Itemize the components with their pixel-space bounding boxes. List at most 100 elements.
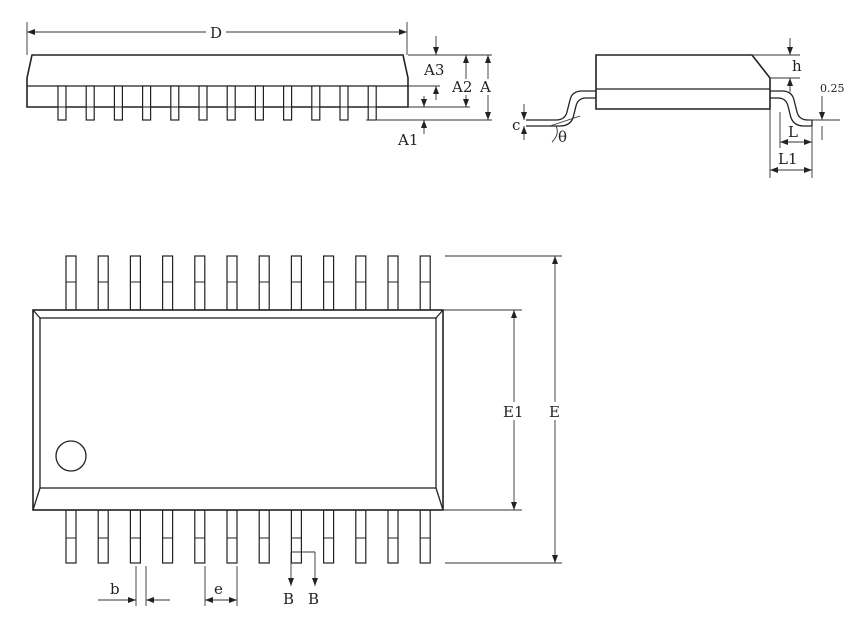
a-label-bg — [479, 79, 497, 95]
h-label: h — [792, 57, 802, 75]
end-lead-left-lower — [526, 97, 596, 127]
l1-arrow-right — [804, 167, 812, 173]
top-lead — [290, 255, 302, 311]
top-view-leads-bottom — [65, 509, 431, 564]
top-body-inner — [39, 317, 437, 489]
side-lead — [113, 85, 124, 121]
d-arrow-left — [27, 29, 35, 35]
end-view: h 0.25 L L1 c θ — [512, 38, 845, 178]
side-view: D A3 A2 A A1 — [26, 22, 497, 149]
side-lead — [339, 85, 349, 121]
section-arrow-right — [312, 578, 318, 586]
bottom-lead — [129, 509, 141, 564]
a3-arrow-top — [433, 47, 439, 55]
top-lead — [129, 255, 141, 311]
e1-label-bg — [502, 402, 526, 420]
side-lead — [142, 85, 152, 121]
pitch-label: e — [214, 580, 223, 598]
end-lead-left-upper — [526, 90, 596, 121]
e-arrow-top — [552, 256, 558, 264]
end-body — [595, 54, 771, 110]
top-lead — [194, 255, 206, 311]
top-lead — [419, 255, 431, 311]
bottom-lead — [355, 509, 367, 564]
a1-arrow-top — [421, 99, 427, 107]
c-label: c — [512, 116, 520, 134]
top-lead — [65, 255, 77, 311]
top-body-outer — [32, 309, 444, 511]
top-lead — [258, 255, 270, 311]
side-leads — [57, 85, 377, 121]
a3-label: A3 — [423, 61, 444, 79]
b-arrow-right — [146, 597, 154, 603]
a2-arrow-top — [463, 55, 469, 63]
b-label: b — [110, 580, 120, 598]
top-view: E1 E b e B B — [32, 255, 563, 608]
end-lead-right-upper — [770, 90, 812, 121]
h-arrow-top — [787, 47, 793, 55]
pin1-marker — [55, 440, 87, 472]
bevel-top-right — [435, 309, 444, 319]
l-arrow-left — [780, 139, 788, 145]
side-lead — [226, 85, 236, 121]
end-lead-right-lower — [770, 97, 812, 127]
bottom-lead — [258, 509, 270, 564]
a2-label-bg — [451, 79, 479, 95]
c-arrow-top — [521, 112, 527, 120]
top-view-leads-top — [65, 255, 431, 311]
theta-ray — [549, 115, 581, 127]
side-lead — [85, 85, 95, 121]
top-lead — [387, 255, 399, 311]
b-arrow-left — [128, 597, 136, 603]
ref-arrow — [819, 112, 825, 120]
a3-arrow-bottom — [433, 86, 439, 94]
side-body — [26, 54, 409, 108]
l1-label: L1 — [778, 150, 798, 168]
theta-label: θ — [558, 128, 567, 146]
pitch-arrow-left — [205, 597, 213, 603]
ref-label: 0.25 — [820, 82, 845, 95]
section-arrow-left — [288, 578, 294, 586]
side-lead — [311, 85, 321, 121]
a-arrow-bottom — [485, 112, 491, 120]
pitch-arrow-right — [229, 597, 237, 603]
a-arrow-top — [485, 55, 491, 63]
e-label-bg — [547, 402, 563, 420]
l-arrow-right — [804, 139, 812, 145]
side-lead — [198, 85, 208, 121]
c-arrow-bottom — [521, 126, 527, 134]
side-lead — [367, 85, 377, 121]
a1-label: A1 — [397, 131, 418, 149]
a-label: A — [479, 78, 491, 96]
e1-arrow-bottom — [511, 502, 517, 510]
bottom-lead — [97, 509, 109, 564]
bottom-lead — [226, 509, 238, 564]
e1-arrow-top — [511, 310, 517, 318]
section-label-right: B — [308, 590, 319, 608]
bottom-lead — [162, 509, 174, 564]
d-label-bg — [206, 22, 226, 40]
side-lead — [170, 85, 180, 121]
bottom-lead — [65, 509, 77, 564]
side-lead — [57, 85, 67, 121]
h-arrow-bottom — [787, 78, 793, 86]
l1-arrow-left — [770, 167, 778, 173]
l-label: L — [788, 123, 798, 141]
a2-label: A2 — [451, 78, 472, 96]
e1-label: E1 — [503, 403, 524, 421]
bottom-lead — [419, 509, 431, 564]
a2-arrow-bottom — [463, 99, 469, 107]
d-arrow-right — [399, 29, 407, 35]
top-lead — [97, 255, 109, 311]
bevel-bottom-left — [32, 487, 41, 511]
bevel-bottom-right — [435, 487, 444, 511]
section-label-left: B — [283, 590, 294, 608]
theta-arc — [551, 125, 558, 143]
d-label: D — [210, 24, 222, 42]
e-label: E — [549, 403, 560, 421]
bevel-top-left — [32, 309, 41, 319]
top-lead — [323, 255, 335, 311]
top-lead — [162, 255, 174, 311]
bottom-lead — [290, 509, 302, 564]
top-lead — [355, 255, 367, 311]
